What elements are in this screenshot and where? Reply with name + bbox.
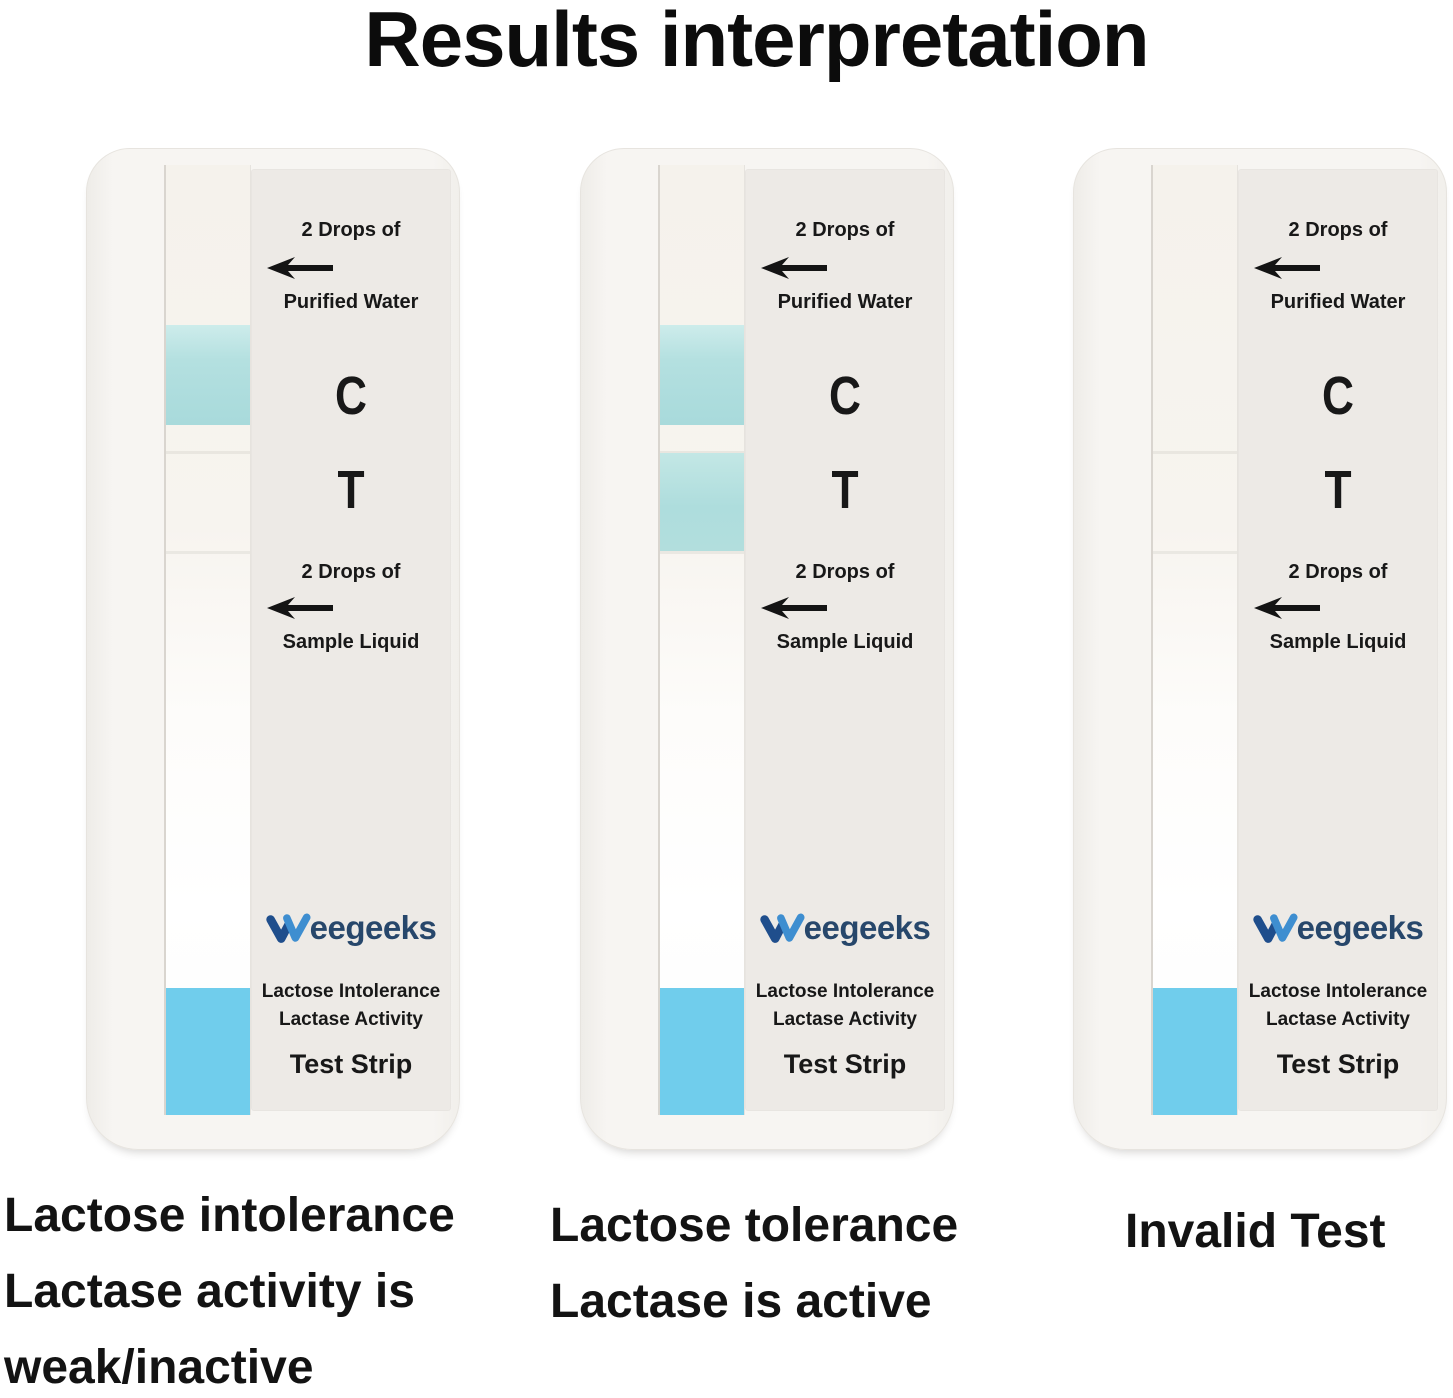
strip-seam [1153, 451, 1237, 454]
product-name-line1: Lactose Intolerance [755, 981, 935, 1002]
test-strip-window [1151, 165, 1238, 1115]
cassette-printed-label: 2 Drops of Purified Water C T 2 Drops of… [745, 169, 945, 1111]
product-name-line2: Lactase Activity [773, 1009, 917, 1030]
test-marker: T [831, 460, 859, 520]
drops-of-sample-label: 2 Drops of [1288, 561, 1388, 583]
caption-lactose-intolerance: Lactose intolerance Lactase activity is … [4, 1178, 455, 1398]
caption-line: Invalid Test [1125, 1205, 1386, 1258]
brand-name-text: eegeeks [1296, 909, 1424, 946]
product-name-line2: Lactase Activity [279, 1009, 423, 1030]
caption-line: Lactose intolerance [4, 1189, 455, 1242]
test-strip-window [658, 165, 745, 1115]
test-strip-label: Test Strip [783, 1049, 907, 1079]
test-marker: T [337, 460, 365, 520]
strip-seam [166, 451, 250, 454]
test-strip-label: Test Strip [1276, 1049, 1400, 1079]
weegeeks-logo: eegeeks [745, 907, 945, 949]
strip-seam [660, 551, 744, 554]
drops-of-water-label: 2 Drops of [301, 219, 401, 241]
caption-lactose-tolerance: Lactose tolerance Lactase is active [550, 1188, 958, 1340]
sample-liquid-label: Sample Liquid [1269, 631, 1407, 653]
cassette-printed-label: 2 Drops of Purified Water C T 2 Drops of… [1238, 169, 1438, 1111]
purified-water-label: Purified Water [777, 291, 913, 313]
weegeeks-logo: eegeeks [1238, 907, 1438, 949]
caption-invalid-test: Invalid Test [1125, 1194, 1386, 1270]
brand-name-text: eegeeks [309, 909, 437, 946]
product-name-line2: Lactase Activity [1266, 1009, 1410, 1030]
control-marker: C [829, 366, 861, 426]
cassette-lactose-tolerance: 2 Drops of Purified Water C T 2 Drops of… [580, 148, 954, 1150]
test-strip-label: Test Strip [289, 1049, 413, 1079]
drops-of-sample-label: 2 Drops of [795, 561, 895, 583]
left-arrow-icon [761, 597, 827, 619]
caption-line: Lactase activity is [4, 1265, 415, 1318]
sample-pad [1153, 988, 1237, 1115]
weegeeks-w-icon [1252, 913, 1298, 943]
control-line-band [660, 325, 744, 425]
test-line-band [660, 453, 744, 551]
weegeeks-logo: eegeeks [251, 907, 451, 949]
brand-name-text: eegeeks [803, 909, 931, 946]
test-strip-window [164, 165, 251, 1115]
control-marker: C [1322, 366, 1354, 426]
weegeeks-w-icon [759, 913, 805, 943]
product-name-line1: Lactose Intolerance [261, 981, 441, 1002]
sample-pad [660, 988, 744, 1115]
cassette-printed-label: 2 Drops of Purified Water C T 2 Drops of… [251, 169, 451, 1111]
control-marker: C [335, 366, 367, 426]
product-name-line1: Lactose Intolerance [1248, 981, 1428, 1002]
strip-seam [166, 551, 250, 554]
page-title: Results interpretation [364, 0, 1149, 83]
sample-liquid-label: Sample Liquid [776, 631, 914, 653]
caption-line: Lactase is active [550, 1275, 932, 1328]
left-arrow-icon [267, 257, 333, 279]
strip-seam [1153, 551, 1237, 554]
drops-of-water-label: 2 Drops of [795, 219, 895, 241]
cassette-invalid-test: 2 Drops of Purified Water C T 2 Drops of… [1073, 148, 1447, 1150]
left-arrow-icon [267, 597, 333, 619]
purified-water-label: Purified Water [1270, 291, 1406, 313]
sample-pad [166, 988, 250, 1115]
purified-water-label: Purified Water [283, 291, 419, 313]
caption-line: Lactose tolerance [550, 1199, 959, 1252]
drops-of-sample-label: 2 Drops of [301, 561, 401, 583]
test-marker: T [1324, 460, 1352, 520]
left-arrow-icon [1254, 257, 1320, 279]
strip-seam [660, 451, 744, 454]
sample-liquid-label: Sample Liquid [282, 631, 420, 653]
left-arrow-icon [761, 257, 827, 279]
control-line-band [166, 325, 250, 425]
left-arrow-icon [1254, 597, 1320, 619]
weegeeks-w-icon [265, 913, 311, 943]
caption-line: weak/inactive [4, 1341, 314, 1394]
cassette-lactose-intolerance: 2 Drops of Purified Water C T 2 Drops of… [86, 148, 460, 1150]
drops-of-water-label: 2 Drops of [1288, 219, 1388, 241]
